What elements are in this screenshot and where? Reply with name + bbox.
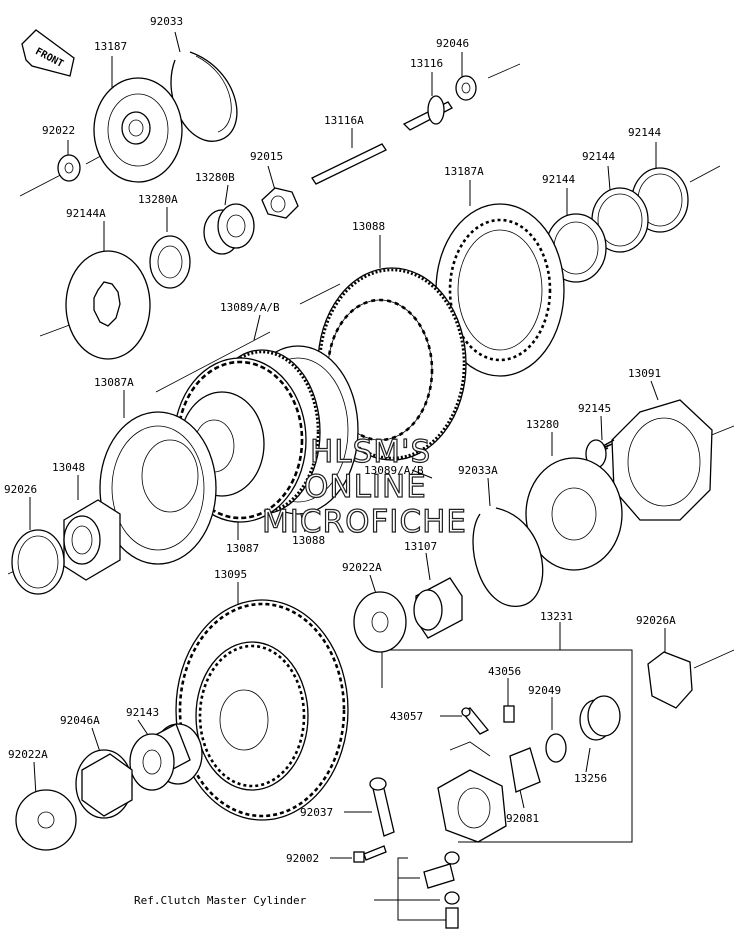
watermark-line-2: ONLINE: [304, 469, 427, 505]
watermark-line-1: HLSM'S: [310, 434, 431, 470]
watermark: HLSM'S ONLINE MICROFICHE: [261, 433, 467, 540]
label-92022a-mid: 92022A: [342, 561, 382, 574]
washer-92022a-low: [15, 789, 77, 851]
boot-92081: [509, 747, 541, 793]
label-43057: 43057: [390, 710, 423, 723]
banjo-fittings: [423, 851, 460, 929]
label-92015: 92015: [250, 150, 283, 163]
label-92022: 92022: [42, 124, 75, 137]
washer-92022: [57, 154, 81, 182]
front-arrow-icon: FRONT: [21, 29, 75, 77]
label-13116a: 13116A: [324, 114, 364, 127]
washers-92144: [545, 167, 689, 283]
label-92144-2: 92144: [582, 150, 615, 163]
sleeve-13048: [63, 499, 121, 581]
label-92037: 92037: [300, 806, 333, 819]
label-92143: 92143: [126, 706, 159, 719]
label-13089ab-top: 13089/A/B: [220, 301, 280, 314]
housing-13087a: [99, 411, 217, 565]
label-92144-3: 92144: [542, 173, 575, 186]
label-92033: 92033: [150, 15, 183, 28]
label-13089ab-mid: 13089/A/B: [364, 464, 424, 477]
label-13087: 13087: [226, 542, 259, 555]
pushrod-13116: [402, 95, 453, 131]
link-43057: [460, 707, 490, 735]
pressure-plate-13091: [611, 399, 713, 521]
plate-13280: [525, 457, 623, 571]
leader-lines: [29, 31, 666, 921]
label-13088-mid: 13088: [292, 534, 325, 547]
needle-bearing-92046a: [75, 749, 133, 819]
label-13280a: 13280A: [138, 193, 178, 206]
bolt-92002: [353, 845, 387, 863]
label-13091: 13091: [628, 367, 661, 380]
label-92145: 92145: [578, 402, 611, 415]
plate-13187: [93, 77, 183, 183]
circlip-92033a: [472, 507, 544, 607]
label-43056: 43056: [488, 665, 521, 678]
lever-92037: [369, 777, 395, 837]
label-92022a-low: 92022A: [8, 748, 48, 761]
collar-13107: [413, 577, 463, 639]
bearing-13280a: [149, 235, 191, 289]
label-92046a: 92046A: [60, 714, 100, 727]
label-13256: 13256: [574, 772, 607, 785]
part-labels: 92033 13187 92022 92015 13280B 13280A 92…: [4, 15, 676, 907]
label-13087a: 13087A: [94, 376, 134, 389]
label-92144-1: 92144: [628, 126, 661, 139]
label-13116: 13116: [410, 57, 443, 70]
nut-92015: [261, 187, 299, 219]
label-13048: 13048: [52, 461, 85, 474]
label-13280b: 13280B: [195, 171, 235, 184]
circlip-92026: [11, 529, 65, 595]
label-13280: 13280: [526, 418, 559, 431]
label-13095: 13095: [214, 568, 247, 581]
seal-13256: [579, 695, 621, 741]
pushrod-13116a: [311, 143, 387, 185]
washer-92022a-mid: [353, 591, 407, 653]
bearing-13280b: [203, 203, 255, 255]
ring-92049: [545, 733, 567, 763]
label-92026a: 92026A: [636, 614, 676, 627]
bearing-92046: [455, 75, 477, 101]
collar-92143: [129, 723, 203, 791]
label-92081: 92081: [506, 812, 539, 825]
label-13088-top: 13088: [352, 220, 385, 233]
label-13231: 13231: [540, 610, 573, 623]
watermark-line-3: MICROFICHE: [262, 504, 467, 540]
label-92033a: 92033A: [458, 464, 498, 477]
slave-cylinder-13231: [437, 769, 507, 843]
label-13187: 13187: [94, 40, 127, 53]
label-92046: 92046: [436, 37, 469, 50]
cover-92026a: [647, 651, 693, 709]
label-13187a: 13187A: [444, 165, 484, 178]
label-92026: 92026: [4, 483, 37, 496]
plate-92144a: [65, 250, 151, 360]
label-13107: 13107: [404, 540, 437, 553]
ref-clutch-master-cylinder: Ref.Clutch Master Cylinder: [134, 894, 307, 907]
label-92144a: 92144A: [66, 207, 106, 220]
label-92002: 92002: [286, 852, 319, 865]
label-92049: 92049: [528, 684, 561, 697]
bleeder-43056: [503, 705, 515, 723]
outer-housing-13095: [175, 599, 349, 821]
